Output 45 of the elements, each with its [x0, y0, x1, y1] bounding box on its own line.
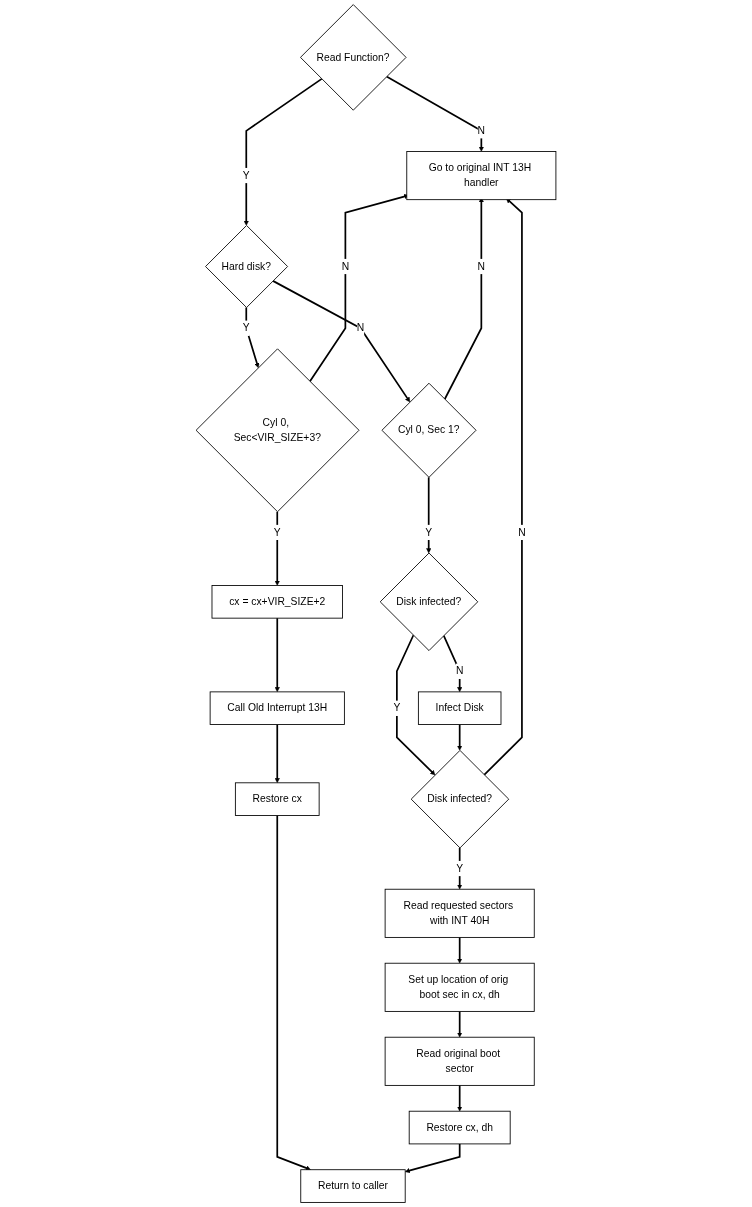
arrow — [276, 814, 311, 1171]
edge-label: N — [477, 260, 486, 272]
arrow — [274, 723, 280, 784]
node-diamond: Cyl 0, Sec<VIR_SIZE+3? — [195, 348, 360, 513]
node-box: Read original boot sector — [384, 1036, 535, 1086]
arrow — [404, 1143, 461, 1173]
node-box: Read requested sectors with INT 40H — [384, 888, 535, 938]
node-diamond: Hard disk? — [205, 225, 288, 308]
arrow — [483, 198, 523, 776]
node-diamond: Disk infected? — [410, 749, 510, 849]
arrow — [385, 75, 484, 152]
edge-label: N — [455, 665, 464, 677]
arrow — [245, 306, 260, 368]
arrow — [457, 1010, 463, 1038]
arrow — [243, 78, 323, 226]
edge-label: Y — [393, 702, 401, 714]
node-box: Set up location of orig boot sec in cx, dh — [384, 962, 535, 1012]
arrow — [457, 1084, 463, 1112]
edge-label: N — [518, 526, 526, 538]
arrow — [442, 634, 463, 693]
arrow — [272, 280, 411, 403]
arrow — [457, 936, 463, 964]
edge-label: Y — [242, 322, 250, 334]
edge-label: Y — [456, 862, 464, 875]
arrow — [426, 476, 432, 554]
node-diamond: Disk infected? — [379, 552, 479, 651]
node-box: Go to original INT 13H handler — [406, 151, 557, 201]
arrow — [396, 634, 436, 776]
edge-label: Y — [273, 526, 281, 538]
edge-label: N — [477, 124, 486, 137]
arrow — [274, 617, 280, 693]
edge-label: Y — [425, 526, 433, 538]
node-box: Restore cx, dh — [408, 1110, 511, 1145]
arrow — [274, 510, 280, 586]
arrow — [457, 723, 463, 751]
edge-label: N — [341, 260, 350, 272]
node-box: cx = cx+VIR_SIZE+2 — [211, 585, 343, 619]
node-diamond: Cyl 0, Sec 1? — [381, 382, 477, 478]
node-box: Call Old Interrupt 13H — [209, 691, 345, 725]
node-diamond: Read Function? — [300, 4, 407, 111]
node-box: Infect Disk — [417, 691, 502, 725]
node-box: Restore cx — [234, 782, 320, 816]
edge-label: N — [356, 322, 365, 334]
node-box: Return to caller — [300, 1169, 406, 1203]
edge-label: Y — [242, 169, 250, 182]
